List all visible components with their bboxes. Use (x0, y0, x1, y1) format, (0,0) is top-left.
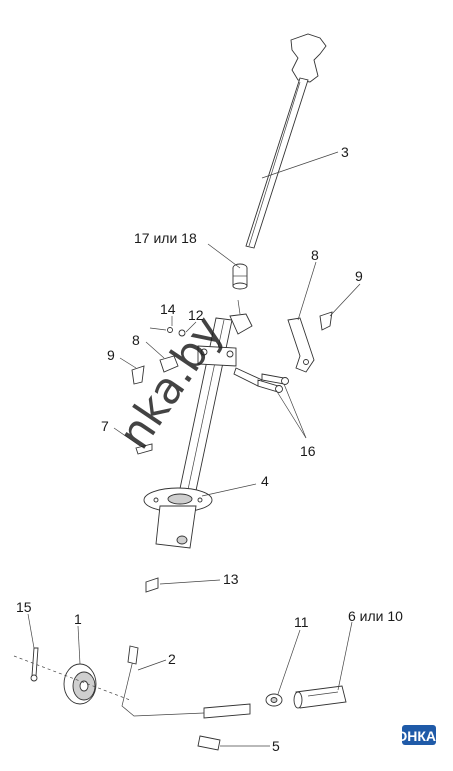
callout-16: 16 (300, 443, 316, 459)
callout-9-left: 9 (107, 347, 115, 363)
logo: АГРОНКА (369, 725, 436, 745)
part-16-pins (257, 373, 289, 393)
part-13-spring (145, 577, 159, 593)
callout-11: 11 (294, 614, 309, 630)
part-7-pin (135, 443, 153, 455)
callouts: 3 17 или 18 8 9 14 12 8 9 7 16 4 13 15 1… (16, 144, 403, 754)
callout-15: 15 (16, 599, 32, 615)
logo-text: АГРОНКА (369, 728, 436, 744)
leader-lines (27, 151, 361, 747)
part-8-right-plate (287, 317, 315, 373)
callout-14: 14 (160, 301, 176, 317)
cable-end-tube (203, 703, 251, 719)
logo-badge (402, 725, 436, 745)
callout-6-10: 6 или 10 (348, 608, 403, 624)
callout-17-18: 17 или 18 (134, 230, 197, 246)
part-11-nut (265, 693, 283, 707)
part-8-left-plate (159, 355, 179, 373)
part-9-right-clip (319, 311, 333, 331)
part-2-cable (121, 645, 205, 717)
part-14-12-hardware (149, 327, 186, 337)
callout-1: 1 (74, 611, 82, 627)
callout-7: 7 (101, 418, 109, 434)
callout-5: 5 (272, 738, 280, 754)
part-17-bushing (232, 263, 248, 290)
callout-3: 3 (341, 144, 349, 160)
bracket-block (197, 345, 263, 387)
part-15-bolt (30, 647, 39, 682)
callout-8-left: 8 (132, 332, 140, 348)
callout-9-right: 9 (355, 268, 363, 284)
callout-2: 2 (168, 651, 176, 667)
part-5-sleeve (197, 735, 221, 751)
part-3-lever (245, 33, 327, 249)
part-6-fork (293, 685, 347, 709)
callout-13: 13 (223, 571, 239, 587)
callout-4: 4 (261, 473, 269, 489)
callout-8-right: 8 (311, 247, 319, 263)
callout-12: 12 (188, 307, 204, 323)
part-1-pulley (63, 663, 97, 705)
part-9-left-clip (131, 365, 145, 385)
